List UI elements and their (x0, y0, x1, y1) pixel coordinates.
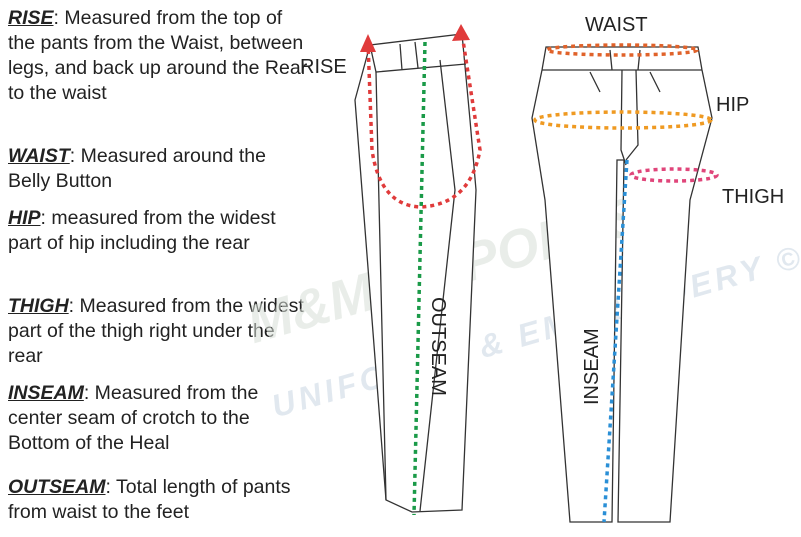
definition-hip: HIP: measured from the widest part of hi… (8, 206, 308, 256)
term-hip: HIP (8, 207, 41, 229)
definition-text-outseam: : Total length of pants from waist to th… (8, 476, 291, 523)
definition-text-rise: : Measured from the top of the pants fro… (8, 7, 308, 104)
definition-outseam: OUTSEAM: Total length of pants from wais… (8, 475, 308, 525)
watermark: M&M's SPORTS UNIFORMS & EMBROIDERY © (240, 185, 801, 424)
term-rise: RISE (8, 7, 54, 29)
outseam-measure-line (412, 41, 427, 516)
rise-arrow-left-icon (360, 34, 376, 52)
label-outseam: OUTSEAM (427, 297, 449, 396)
definition-inseam: INSEAM: Measured from the center seam of… (8, 381, 308, 456)
label-inseam: INSEAM (581, 328, 603, 405)
rise-arrow-right-icon (452, 24, 470, 41)
definition-waist: WAIST: Measured around the Belly Button (8, 144, 308, 194)
rise-measure-line (366, 33, 482, 209)
pants-side-view (354, 33, 477, 513)
definition-rise: RISE: Measured from the top of the pants… (8, 6, 308, 106)
definition-text-thigh: : Measured from the widest part of the t… (8, 295, 304, 367)
definition-thigh: THIGH: Measured from the widest part of … (8, 294, 308, 369)
label-rise: RISE (300, 56, 347, 78)
term-inseam: INSEAM (8, 382, 84, 404)
term-waist: WAIST (8, 145, 70, 167)
thigh-measure-loop (629, 167, 719, 183)
term-outseam: OUTSEAM (8, 476, 106, 498)
hip-measure-loop (533, 110, 713, 130)
label-thigh: THIGH (722, 186, 784, 208)
definition-text-inseam: : Measured from the center seam of crotc… (8, 382, 259, 454)
term-thigh: THIGH (8, 295, 69, 317)
definition-text-hip: : measured from the widest part of hip i… (8, 207, 276, 254)
label-waist: WAIST (585, 14, 648, 36)
label-hip: HIP (716, 94, 749, 116)
pants-front-view (531, 46, 713, 523)
definition-text-waist: : Measured around the Belly Button (8, 145, 266, 192)
waist-measure-loop (545, 43, 699, 57)
